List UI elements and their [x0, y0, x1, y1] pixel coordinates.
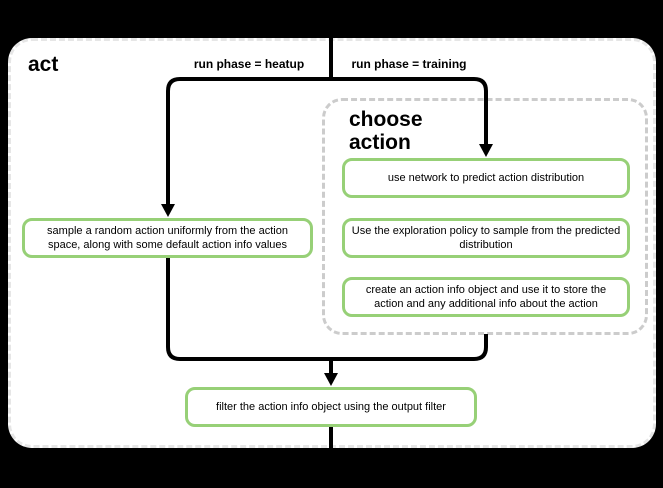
node-use-network-label: use network to predict action distributi… — [387, 172, 585, 184]
node-exploration-policy: Use the exploration policy to sample fro… — [342, 218, 630, 258]
node-create-action-info: create an action info object and use it … — [342, 277, 630, 317]
node-sample-random-action: sample a random action uniformly from th… — [22, 218, 313, 258]
act-title: act — [28, 53, 59, 76]
node-use-network: use network to predict action distributi… — [342, 158, 630, 198]
node-create-action-info-label: create an action info object and use it … — [365, 284, 607, 310]
node-filter-action-info-label: filter the action info object using the … — [216, 401, 446, 413]
branch-label-training: run phase = training — [351, 57, 467, 71]
node-sample-random-action-label: sample a random action uniformly from th… — [47, 225, 288, 251]
branch-label-heatup: run phase = heatup — [193, 57, 305, 71]
node-filter-action-info: filter the action info object using the … — [185, 387, 477, 427]
choose-action-title: choose action — [349, 108, 423, 154]
node-exploration-policy-label: Use the exploration policy to sample fro… — [351, 225, 621, 251]
